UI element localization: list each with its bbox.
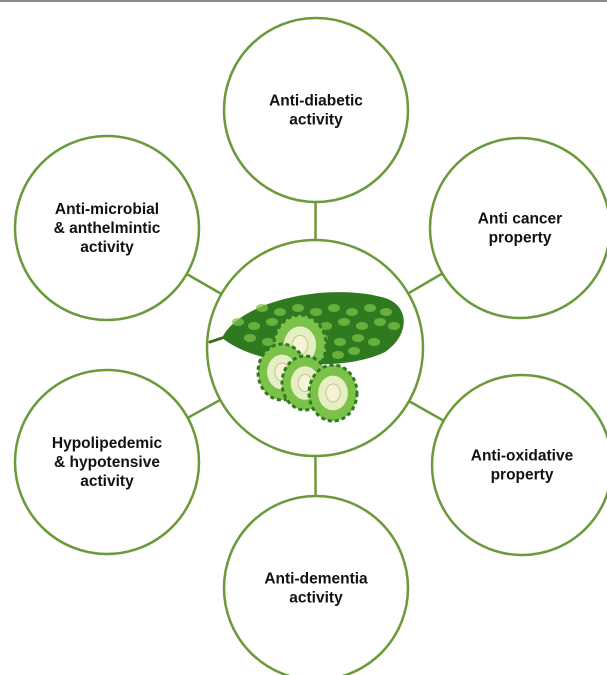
node-label-anti-microbial-line-3: activity — [80, 239, 134, 256]
connector-hypolipidemic — [188, 400, 221, 418]
node-anti-cancer: Anti cancer property — [430, 138, 607, 318]
node-label-anti-diabetic-line-1: Anti-diabetic — [269, 93, 363, 110]
node-label-hypolipidemic-line-1: Hypolipedemic — [52, 435, 163, 452]
node-anti-microbial: Anti-microbial & anthelmintic activity — [15, 136, 199, 320]
gourd-bump — [310, 308, 322, 316]
node-label-anti-dementia-line-2: activity — [289, 590, 343, 607]
node-label-anti-microbial-line-1: Anti-microbial — [55, 201, 159, 218]
gourd-bump — [352, 334, 364, 342]
gourd-bump — [328, 304, 340, 312]
gourd-bump — [256, 304, 268, 312]
node-label-anti-oxidative-line-2: property — [491, 467, 554, 484]
connector-anti-oxidative — [409, 401, 444, 421]
node-circle-anti-diabetic — [224, 18, 408, 202]
node-label-anti-microbial-line-2: & anthelmintic — [54, 220, 161, 237]
gourd-bump — [356, 322, 368, 330]
node-anti-dementia: Anti-dementia activity — [224, 496, 408, 675]
center-node — [207, 240, 423, 456]
node-hypolipidemic: Hypolipedemic & hypotensive activity — [15, 370, 199, 554]
node-label-anti-diabetic-line-2: activity — [289, 112, 343, 129]
gourd-bump — [292, 304, 304, 312]
node-label-anti-cancer-line-2: property — [489, 230, 552, 247]
connector-anti-cancer — [408, 274, 442, 294]
gourd-bump — [346, 308, 358, 316]
gourd-bump — [338, 318, 350, 326]
gourd-bump — [248, 322, 260, 330]
gourd-bump — [348, 347, 360, 355]
gourd-bump — [244, 334, 256, 342]
node-circle-anti-oxidative — [432, 375, 607, 555]
connector-anti-microbial — [187, 274, 222, 294]
node-label-anti-dementia-line-1: Anti-dementia — [264, 571, 368, 588]
gourd-bump — [274, 308, 286, 316]
node-label-hypolipidemic-line-2: & hypotensive — [54, 454, 160, 471]
gourd-bump — [334, 338, 346, 346]
gourd-slice — [309, 365, 357, 421]
gourd-bump — [232, 318, 244, 326]
gourd-bump — [368, 338, 380, 346]
gourd-bump — [332, 351, 344, 359]
node-label-anti-oxidative-line-1: Anti-oxidative — [471, 448, 574, 465]
node-circle-anti-cancer — [430, 138, 607, 318]
gourd-bump — [388, 322, 400, 330]
node-anti-diabetic: Anti-diabetic activity — [224, 18, 408, 202]
gourd-bump — [266, 318, 278, 326]
node-anti-oxidative: Anti-oxidative property — [432, 375, 607, 555]
node-label-anti-cancer-line-1: Anti cancer — [478, 211, 562, 228]
gourd-bump — [364, 304, 376, 312]
gourd-bump — [374, 318, 386, 326]
slice-core — [326, 384, 340, 402]
gourd-bump — [380, 308, 392, 316]
node-label-hypolipidemic-line-3: activity — [80, 473, 134, 490]
